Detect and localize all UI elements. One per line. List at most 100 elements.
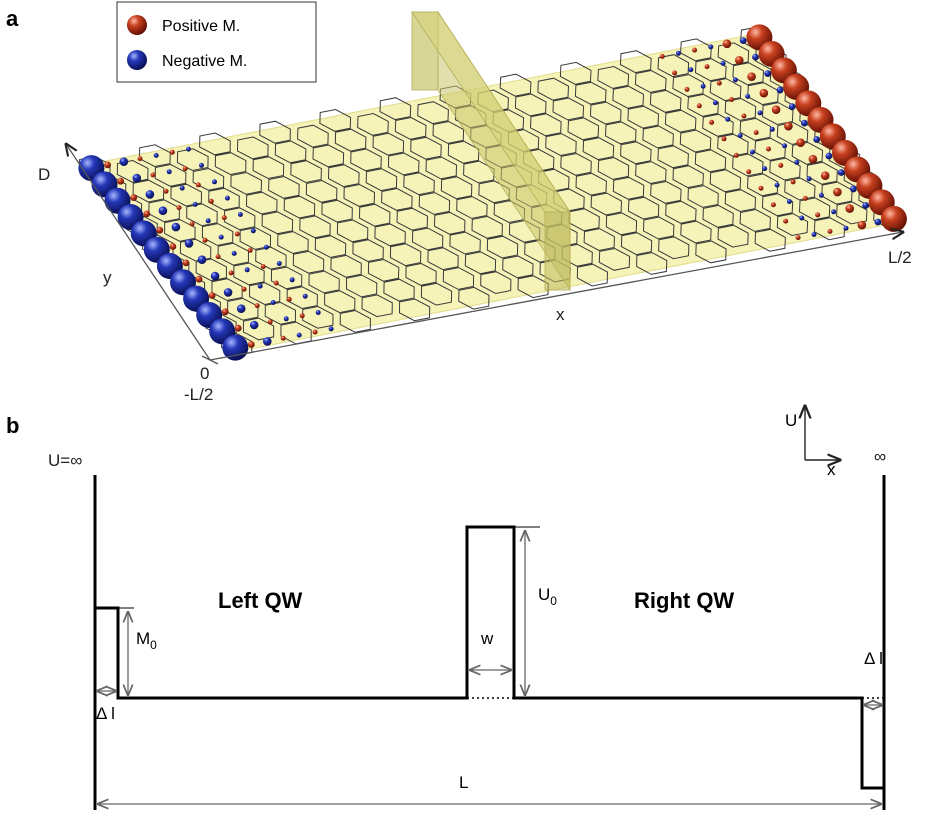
positive-moment-sphere — [254, 303, 260, 309]
positive-moment-sphere — [808, 154, 818, 164]
negative-moment-sphere — [179, 185, 185, 191]
legend-positive: Positive M. — [162, 18, 240, 35]
positive-moment-sphere — [202, 237, 208, 243]
positive-moment-sphere — [741, 113, 747, 119]
negative-moment-sphere — [328, 326, 334, 332]
negative-moment-sphere — [263, 337, 272, 346]
negative-moment-sphere — [263, 244, 269, 250]
panel-a: a D y x L/2 0 -L/2 Positive M. — [6, 1, 912, 404]
positive-moment-sphere — [784, 121, 793, 131]
negative-moment-sphere — [837, 169, 845, 176]
negative-moment-sphere — [801, 119, 808, 127]
panel-b-label: b — [6, 413, 19, 438]
positive-moment-sphere — [104, 161, 111, 169]
u0-label: U0 — [538, 585, 557, 608]
negative-moment-sphere — [257, 283, 263, 289]
positive-moment-sphere — [189, 221, 195, 227]
positive-moment-sphere — [833, 187, 842, 197]
negative-moment-sphere — [224, 195, 230, 201]
negative-moment-sphere — [192, 201, 198, 207]
positive-moment-sphere — [182, 166, 188, 172]
positive-moment-sphere — [827, 228, 833, 234]
negative-moment-sphere — [153, 152, 159, 158]
positive-moment-sphere — [247, 341, 255, 348]
positive-moment-sphere — [783, 218, 789, 224]
positive-moment-sphere — [845, 204, 854, 213]
positive-moment-sphere — [729, 97, 735, 102]
negative-moment-sphere — [688, 67, 694, 73]
panel-a-axes — [66, 144, 903, 365]
positive-moment-sphere — [221, 308, 229, 316]
positive-moment-sphere — [208, 198, 214, 204]
u-x-axes-icon — [805, 406, 840, 460]
negative-moment-sphere — [218, 234, 224, 240]
negative-moment-sphere — [675, 50, 681, 56]
m0-label: M0 — [136, 629, 157, 652]
positive-sphere-icon — [127, 15, 147, 35]
negative-moment-sphere — [270, 300, 276, 305]
negative-moment-sphere — [199, 162, 204, 168]
negative-moment-sphere — [210, 271, 220, 281]
right-qw-label: Right QW — [634, 588, 734, 613]
negative-moment-sphere — [708, 44, 714, 50]
negative-moment-sphere — [818, 192, 824, 198]
negative-moment-sphere — [786, 199, 792, 204]
axis-label-right-end: L/2 — [888, 248, 912, 267]
positive-moment-sphere — [195, 275, 203, 283]
left-qw-label: Left QW — [218, 588, 303, 613]
positive-moment-sphere — [176, 205, 182, 211]
positive-moment-sphere — [746, 169, 752, 175]
negative-moment-sphere — [745, 93, 751, 99]
axis-label-origin: 0 — [200, 364, 209, 383]
edge-magnetization-spheres — [78, 24, 907, 361]
positive-moment-sphere — [796, 138, 805, 147]
positive-moment-sphere — [163, 188, 169, 194]
delta-l-left-label: Δ l — [96, 704, 115, 723]
negative-moment-sphere — [119, 157, 129, 166]
positive-moment-sphere — [247, 247, 253, 253]
negative-moment-sphere — [782, 143, 788, 149]
axis-label-left-end: -L/2 — [184, 385, 213, 404]
axis-label-y: y — [103, 268, 112, 287]
negative-moment-sphere — [700, 83, 706, 89]
axis-label-x: x — [556, 305, 565, 324]
positive-moment-sphere — [286, 296, 292, 302]
positive-moment-sphere — [312, 329, 318, 335]
negative-moment-sphere — [289, 277, 295, 283]
negative-moment-sphere — [276, 261, 282, 266]
positive-moment-sphere — [267, 319, 273, 325]
positive-moment-sphere — [684, 86, 690, 92]
positive-moment-sphere — [820, 171, 830, 180]
potential-barrier-slab — [411, 10, 571, 292]
negative-moment-sphere — [145, 190, 155, 199]
negative-moment-sphere — [283, 316, 289, 322]
positive-moment-sphere — [770, 202, 776, 208]
negative-moment-sphere — [862, 202, 870, 209]
negative-moment-sphere — [725, 116, 731, 122]
negative-moment-sphere — [831, 209, 837, 215]
negative-moment-sphere — [813, 136, 821, 143]
potential-profile — [93, 475, 886, 810]
positive-moment-sphere — [221, 215, 227, 221]
negative-moment-sphere — [762, 166, 768, 172]
negative-moment-sphere — [132, 173, 142, 183]
positive-moment-sphere — [802, 195, 808, 201]
negative-moment-sphere — [158, 206, 168, 215]
negative-moment-sphere — [184, 239, 194, 248]
delta-l-right-label: Δ l — [864, 649, 883, 668]
positive-moment-sphere — [234, 324, 242, 332]
positive-moment-sphere — [696, 103, 702, 109]
negative-moment-sphere — [769, 126, 775, 132]
negative-moment-sphere — [737, 133, 743, 139]
positive-moment-sphere — [228, 270, 234, 276]
positive-moment-sphere — [182, 259, 190, 267]
axis-label-d: D — [38, 165, 50, 184]
negative-moment-sphere — [850, 185, 857, 193]
negative-moment-sphere — [794, 159, 800, 165]
negative-moment-sphere — [231, 250, 237, 256]
negative-moment-sphere — [739, 37, 747, 44]
positive-moment-sphere — [880, 205, 907, 232]
negative-moment-sphere — [205, 218, 211, 224]
positive-moment-sphere — [156, 226, 164, 234]
